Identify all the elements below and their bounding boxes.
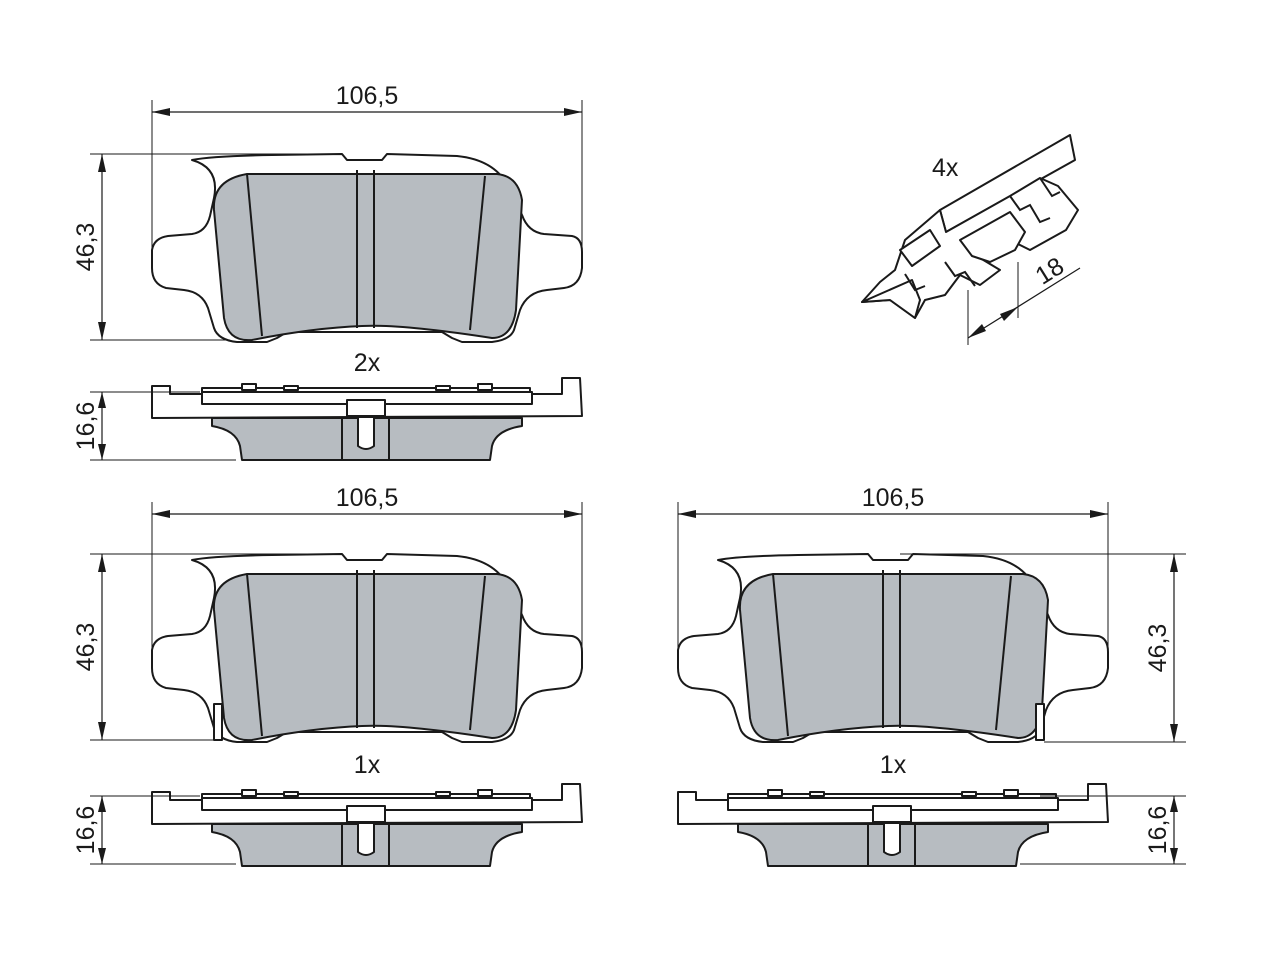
width-label: 106,5 (336, 82, 399, 110)
width-dimension: 106,5 (151, 484, 583, 660)
pad-front-view (151, 153, 583, 343)
width-dimension: 106,5 (677, 484, 1109, 660)
quantity-label: 2x (354, 349, 381, 377)
clip-quantity-label: 4x (932, 154, 959, 182)
clip-length-label: 18 (1031, 252, 1069, 290)
view-top-left: 106,5 46,3 2x 16,6 (72, 82, 583, 461)
thickness-dimension: 16,6 (72, 391, 236, 461)
thickness-dimension: 16,6 (72, 795, 236, 865)
thickness-label: 16,6 (72, 806, 100, 855)
anti-rattle-clip-icon (861, 134, 1079, 319)
width-label: 106,5 (336, 484, 399, 512)
height-label: 46,3 (1144, 624, 1172, 673)
view-bottom-right: 106,5 46,3 1x 16,6 (677, 484, 1186, 867)
height-dimension: 46,3 (900, 553, 1186, 743)
thickness-dimension: 16,6 (1020, 795, 1186, 865)
thickness-label: 16,6 (1144, 806, 1172, 855)
pad-side-view (151, 783, 583, 867)
quantity-label: 1x (880, 751, 907, 779)
height-label: 46,3 (72, 623, 100, 672)
height-dimension: 46,3 (72, 553, 340, 741)
wear-sensor-tab (1035, 703, 1045, 741)
clip-view: 4x 18 (861, 134, 1081, 345)
pad-side-view (151, 377, 583, 461)
height-label: 46,3 (72, 223, 100, 272)
quantity-label: 1x (354, 751, 381, 779)
thickness-label: 16,6 (72, 402, 100, 451)
width-dimension: 106,5 (151, 82, 583, 260)
width-label: 106,5 (862, 484, 925, 512)
view-bottom-left: 106,5 46,3 1x 16,6 (72, 484, 583, 867)
wear-sensor-tab (213, 703, 223, 741)
height-dimension: 46,3 (72, 153, 340, 341)
